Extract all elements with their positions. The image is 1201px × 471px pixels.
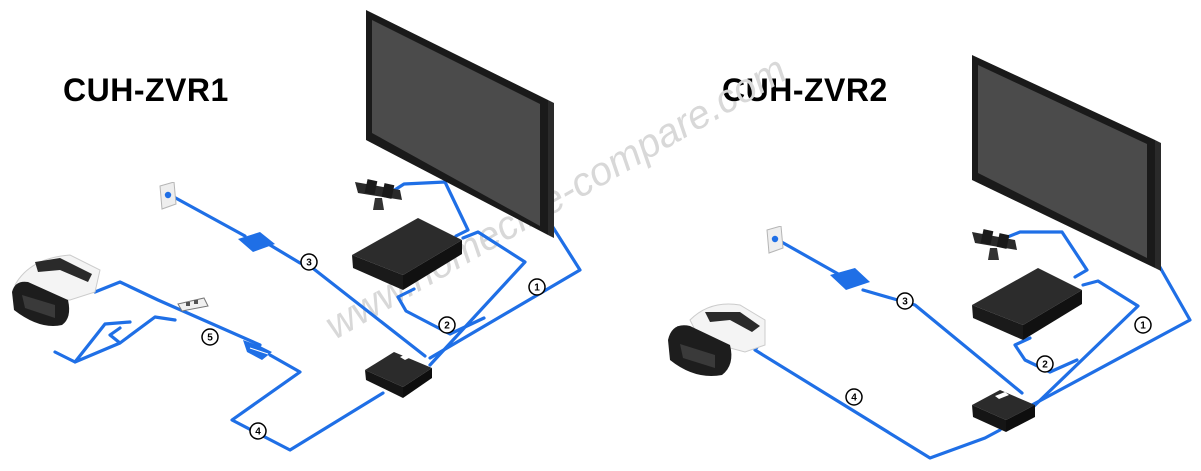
- cuh-zvr2-cables: [753, 230, 1192, 460]
- cuh-zvr1-diagram: 3 1 2 5 4: [12, 10, 582, 452]
- vr-headset-icon: [12, 254, 101, 326]
- ac-adaptor-icon: [238, 232, 275, 252]
- ac-adaptor-icon: [830, 268, 870, 290]
- hdmi-cable-tv-1: [1030, 253, 1192, 407]
- ps4-console-icon: [352, 218, 462, 290]
- tv-icon: [366, 10, 554, 238]
- tv-icon: [972, 55, 1161, 271]
- cable-number-marker-3: 3: [300, 253, 318, 271]
- svg-text:3: 3: [306, 258, 312, 269]
- cable-number-marker-1: 1: [528, 278, 546, 296]
- model-title-cuh-zvr2: CUH-ZVR2: [722, 72, 888, 108]
- stereo-headphones-cable: [53, 315, 177, 364]
- cuh-zvr2-diagram: 3 1 2 4: [668, 55, 1192, 460]
- wall-outlet-icon: [766, 226, 784, 254]
- processor-unit-icon: [972, 390, 1035, 432]
- hdmi-cable-ps4-2: [396, 287, 486, 336]
- hdmi-cable-ps4-2: [1013, 336, 1079, 374]
- cable-number-marker-1: 1: [1134, 316, 1152, 334]
- svg-text:2: 2: [1042, 360, 1048, 371]
- cable-number-marker-5: 5: [201, 328, 219, 346]
- camera-cable: [388, 180, 470, 238]
- cable-number-marker-4: 4: [845, 388, 863, 406]
- svg-text:5: 5: [207, 333, 213, 344]
- svg-text:2: 2: [444, 321, 450, 332]
- usb-cable-ps4: [1028, 279, 1140, 412]
- ps4-console-icon: [972, 268, 1082, 340]
- svg-text:1: 1: [534, 283, 540, 294]
- vr-headset-cable-4: [230, 353, 385, 452]
- svg-text:3: 3: [902, 297, 908, 308]
- hdmi-cable-tv-1: [428, 208, 582, 360]
- processor-unit-icon: [365, 352, 432, 398]
- vr-headset-connection-cable-5: [93, 280, 262, 347]
- cable-number-marker-3: 3: [896, 292, 914, 310]
- svg-text:1: 1: [1140, 321, 1146, 332]
- svg-text:4: 4: [851, 393, 857, 404]
- cable-number-marker-4: 4: [249, 422, 267, 440]
- playstation-camera-icon: [972, 229, 1017, 260]
- cable-number-marker-2: 2: [1036, 355, 1054, 373]
- vr-connector-icon: [243, 340, 272, 360]
- usb-cable-ps4: [428, 230, 527, 367]
- camera-cable: [1003, 230, 1089, 279]
- ac-power-cable-3: [776, 238, 1024, 395]
- playstation-camera-icon: [355, 179, 402, 210]
- wall-outlet-icon: [159, 182, 177, 210]
- vr-headset-icon: [668, 303, 766, 376]
- vr-headset-cable-4: [753, 338, 1002, 460]
- inline-remote-icon: [177, 297, 209, 312]
- model-title-cuh-zvr1: CUH-ZVR1: [63, 72, 229, 108]
- cuh-zvr1-cables: [53, 180, 582, 452]
- cable-number-marker-2: 2: [438, 316, 456, 334]
- svg-text:4: 4: [255, 427, 261, 438]
